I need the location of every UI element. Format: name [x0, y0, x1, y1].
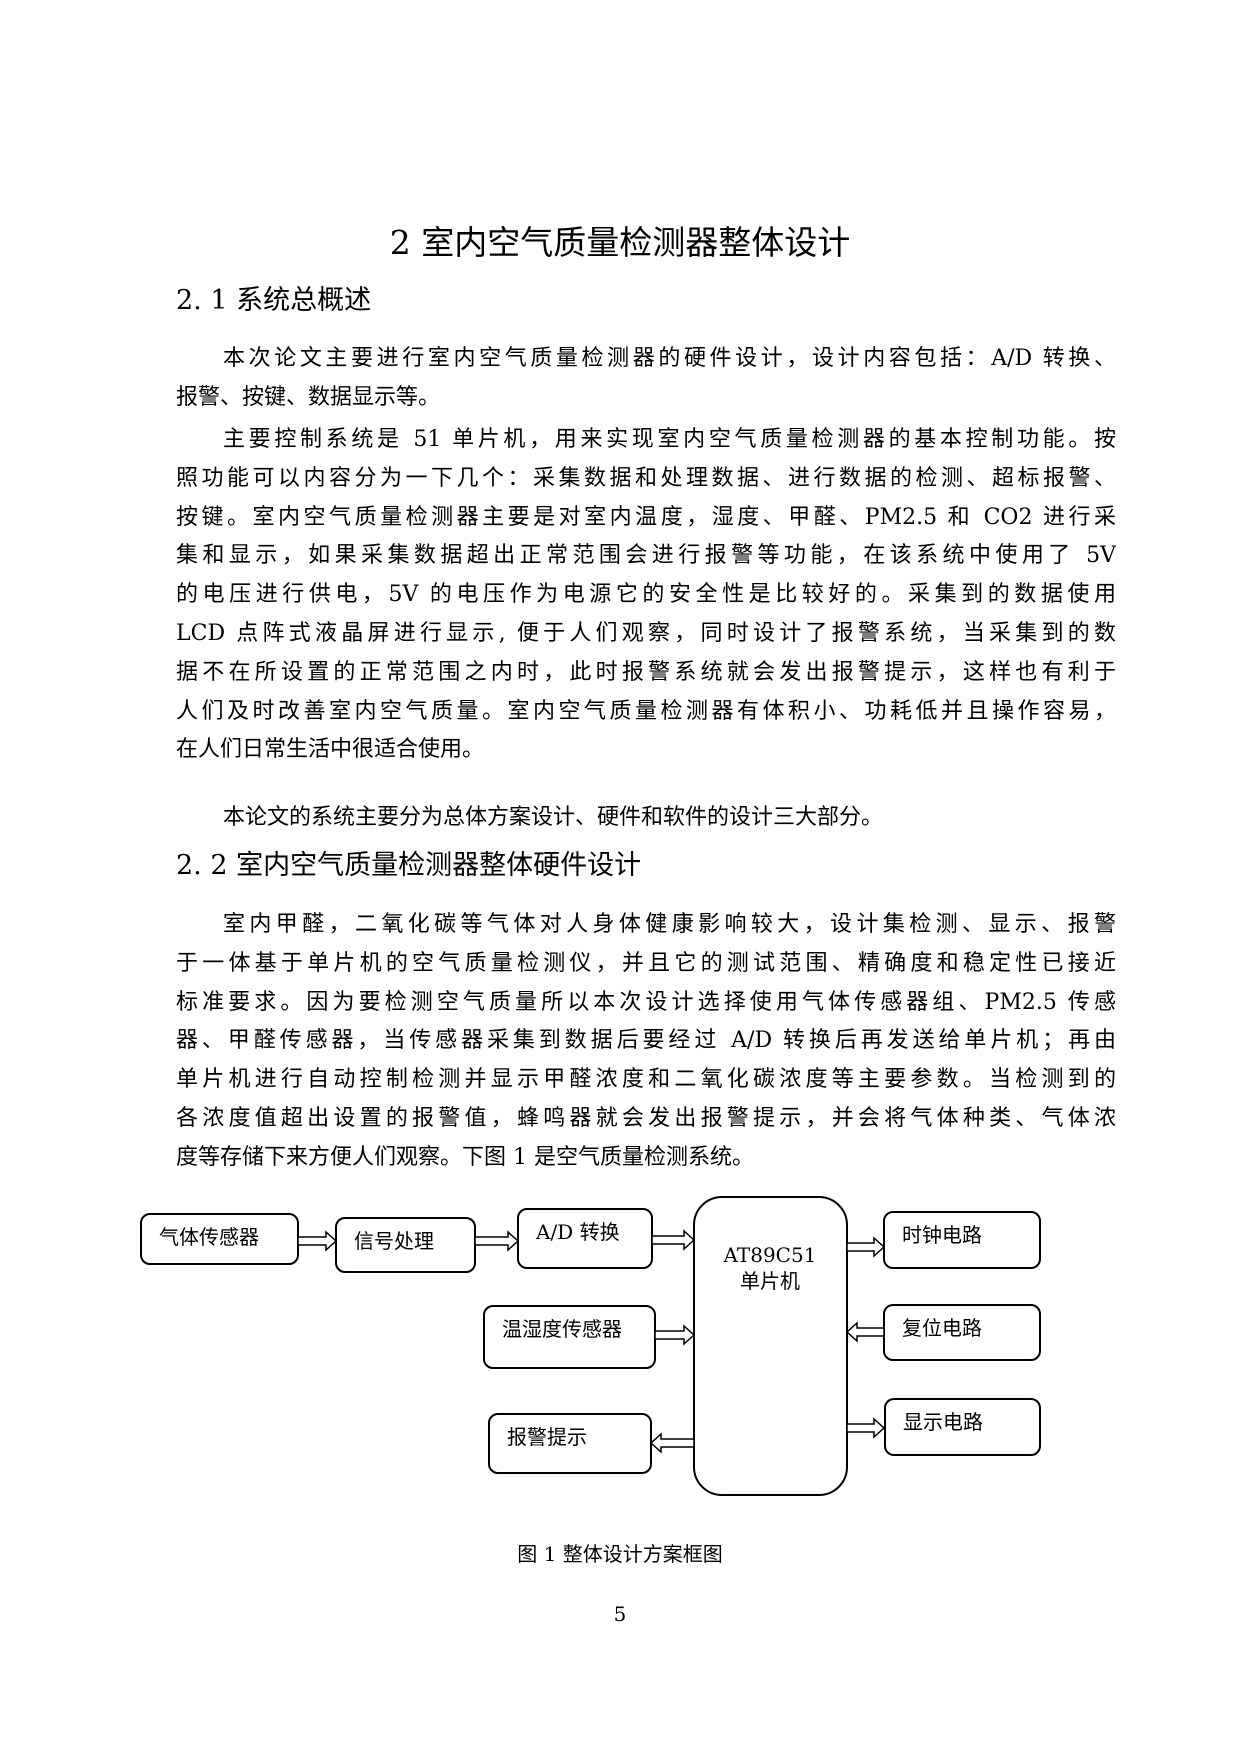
text-line: 按键。室内空气质量检测器主要是对室内温度，湿度、甲醛、PM2.5 和 CO2 进…	[176, 504, 1116, 530]
text-line: 各浓度值超出设置的报警值，蜂鸣器就会发出报警提示，并会将气体种类、气体浓	[176, 1105, 1116, 1131]
arrow-adc-to-mcu	[651, 1229, 696, 1251]
text-line: 本论文的系统主要分为总体方案设计、硬件和软件的设计三大部分。	[223, 805, 884, 830]
text-line: 照功能可以内容分为一下几个：采集数据和处理数据、进行数据的检测、超标报警、	[176, 465, 1116, 491]
block-label: 复位电路	[902, 1316, 982, 1340]
text-line: 集和显示，如果采集数据超出正常范围会进行报警等功能，在该系统中使用了 5V	[176, 543, 1116, 569]
text-line: 报警、按键、数据显示等。	[176, 384, 441, 410]
arrow-mcu-to-alarm	[649, 1432, 695, 1454]
mcu-label-line1: AT89C51	[723, 1243, 817, 1267]
paragraph-structure: 本论文的系统主要分为总体方案设计、硬件和软件的设计三大部分。	[176, 799, 1116, 838]
block-clock	[883, 1211, 1041, 1269]
block-label: 时钟电路	[902, 1223, 982, 1247]
block-display	[884, 1398, 1041, 1456]
section-heading-2-2: 2. 2 室内空气质量检测器整体硬件设计	[176, 850, 642, 881]
block-mcu	[693, 1196, 848, 1496]
arrow-temp-to-mcu	[654, 1324, 696, 1346]
block-label: 气体传感器	[159, 1225, 259, 1249]
text-line: 标准要求。因为要检测空气质量所以本次设计选择使用气体传感器组、PM2.5 传感	[176, 989, 1116, 1015]
text-line: 本次论文主要进行室内空气质量检测器的硬件设计，设计内容包括：A/D 转换、	[223, 346, 1116, 371]
arrow-gas-to-signal	[297, 1230, 338, 1252]
block-label: 显示电路	[903, 1410, 983, 1434]
section-heading-2-1: 2. 1 系统总概述	[176, 285, 372, 316]
paragraph-overview: 本次论文主要进行室内空气质量检测器的硬件设计，设计内容包括：A/D 转换、报警、…	[176, 340, 1116, 418]
text-line: 于一体基于单片机的空气质量检测仪，并且它的测试范围、精确度和稳定性已接近	[176, 950, 1116, 976]
block-label: 报警提示	[507, 1425, 587, 1449]
block-label: 信号处理	[354, 1229, 434, 1253]
text-line: 度等存储下来方便人们观察。下图 1 是空气质量检测系统。	[176, 1144, 754, 1170]
arrow-mcu-to-clock	[846, 1236, 886, 1258]
block-label: A/D 转换	[535, 1220, 620, 1244]
block-label: 温湿度传感器	[502, 1317, 622, 1341]
chapter-title: 2 室内空气质量检测器整体设计	[389, 223, 851, 262]
paragraph-hardware-design: 室内甲醛，二氧化碳等气体对人身体健康影响较大，设计集检测、显示、报警于一体基于单…	[176, 906, 1116, 1178]
text-line: 室内甲醛，二氧化碳等气体对人身体健康影响较大，设计集检测、显示、报警	[223, 912, 1116, 937]
page-number: 5	[613, 1602, 627, 1626]
text-line: 器、甲醛传感器，当传感器采集到数据后要经过 A/D 转换后再发送给单片机；再由	[176, 1028, 1116, 1054]
figure-caption: 图 1 整体设计方案框图	[517, 1542, 723, 1566]
mcu-label-line2: 单片机	[740, 1269, 800, 1293]
text-line: 的电压进行供电，5V 的电压作为电源它的安全性是比较好的。采集到的数据使用	[176, 582, 1116, 608]
text-line: 在人们日常生活中很适合使用。	[176, 737, 485, 763]
text-line: 据不在所设置的正常范围之内时，此时报警系统就会发出报警提示，这样也有利于	[176, 659, 1116, 685]
text-line: 人们及时改善室内空气质量。室内空气质量检测器有体积小、功耗低并且操作容易，	[176, 698, 1116, 724]
text-line: LCD 点阵式液晶屏进行显示, 便于人们观察，同时设计了报警系统，当采集到的数	[176, 620, 1116, 646]
arrow-mcu-to-display	[846, 1417, 886, 1439]
text-line: 主要控制系统是 51 单片机，用来实现室内空气质量检测器的基本控制功能。按	[223, 427, 1116, 452]
paragraph-control-system: 主要控制系统是 51 单片机，用来实现室内空气质量检测器的基本控制功能。按照功能…	[176, 421, 1116, 770]
arrow-signal-to-adc	[474, 1230, 520, 1252]
arrow-reset-to-mcu	[845, 1321, 885, 1343]
text-line: 单片机进行自动控制检测并显示甲醛浓度和二氧化碳浓度等主要参数。当检测到的	[176, 1067, 1116, 1093]
